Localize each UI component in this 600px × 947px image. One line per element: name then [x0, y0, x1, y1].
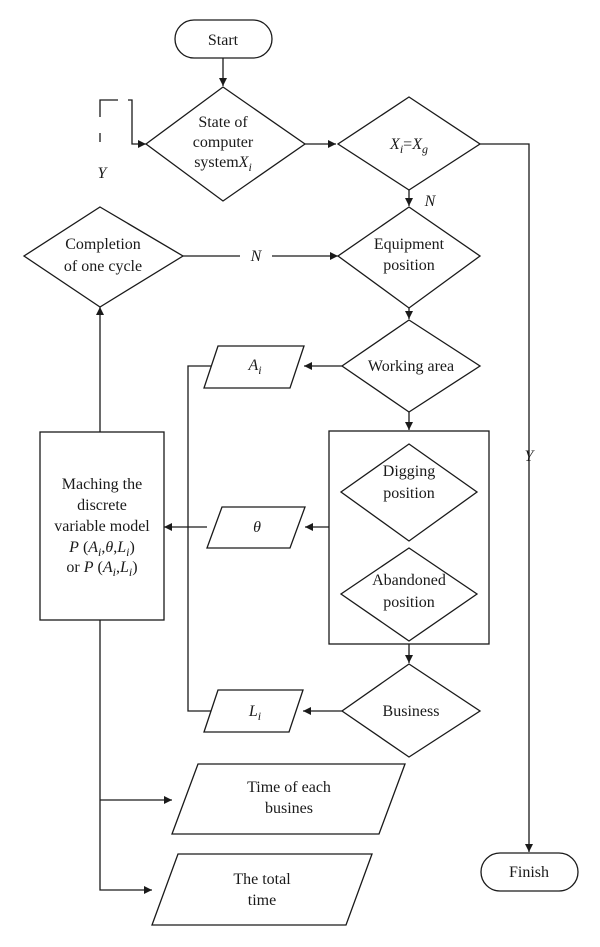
finish-label: Finish: [509, 864, 549, 881]
edge-label-completion-yes: Y: [98, 165, 109, 182]
finish-terminal: [480, 852, 579, 892]
matching-label-line1: Maching the: [62, 476, 142, 493]
start-terminal: [174, 19, 273, 59]
matching-label-line5: or P (Ai,Li): [66, 559, 137, 579]
digging-label-line1: Digging: [383, 463, 435, 480]
equipment-label-line1: Equipment: [374, 236, 445, 253]
state-decision: [144, 86, 307, 202]
arrow-check-yes-to-finish: [480, 143, 533, 852]
state-label-line1: State of: [198, 114, 248, 131]
start-label: Start: [208, 32, 239, 49]
ai-label: Ai: [247, 357, 261, 377]
completion-label-line2: of one cycle: [64, 258, 142, 275]
equipment-label-line2: position: [383, 257, 435, 274]
theta-label: θ: [253, 519, 261, 536]
state-label-line2: computer: [193, 134, 254, 151]
connectors: [96, 58, 533, 894]
abandoned-label-line2: position: [383, 594, 435, 611]
arrow-completion-yes-to-state: [99, 99, 146, 144]
total-time-label-line2: time: [248, 892, 276, 909]
working-area-decision: [340, 319, 482, 413]
business-label: Business: [383, 703, 440, 720]
theta-io: [206, 506, 306, 549]
state-label-line3: systemXi: [194, 154, 252, 174]
li-label: Li: [248, 703, 261, 723]
edge-label-check-yes: Y: [525, 448, 536, 465]
time-each-io: [171, 763, 406, 835]
completion-decision: [22, 206, 185, 308]
time-each-label-line2: busines: [265, 800, 313, 817]
edge-label-completion-no: N: [250, 248, 263, 265]
matching-process: [39, 431, 165, 621]
working-area-label: Working area: [368, 358, 454, 375]
total-time-io: [151, 853, 373, 926]
goal-check-decision: [336, 96, 482, 191]
abandoned-decision: [339, 547, 479, 642]
completion-label-line1: Completion: [65, 236, 141, 253]
matching-label-line4: P (Ai,θ,Li): [68, 539, 135, 559]
li-io: [203, 689, 304, 733]
matching-label-line3: variable model: [54, 518, 150, 535]
equipment-decision: [336, 206, 482, 309]
abandoned-label-line1: Abandoned: [372, 572, 446, 589]
digging-decision: [339, 443, 479, 542]
business-decision: [340, 663, 482, 758]
goal-check-label: Xi=Xg: [389, 136, 428, 156]
arrow-matching-to-total-time: [99, 620, 152, 894]
time-each-label-line1: Time of each: [247, 779, 331, 796]
total-time-label-line1: The total: [233, 871, 291, 888]
digging-label-line2: position: [383, 485, 435, 502]
line-ai-li-bracket: [187, 365, 218, 712]
matching-label-line2: discrete: [77, 497, 127, 514]
ai-io: [203, 345, 305, 389]
edge-label-check-no: N: [424, 193, 437, 210]
